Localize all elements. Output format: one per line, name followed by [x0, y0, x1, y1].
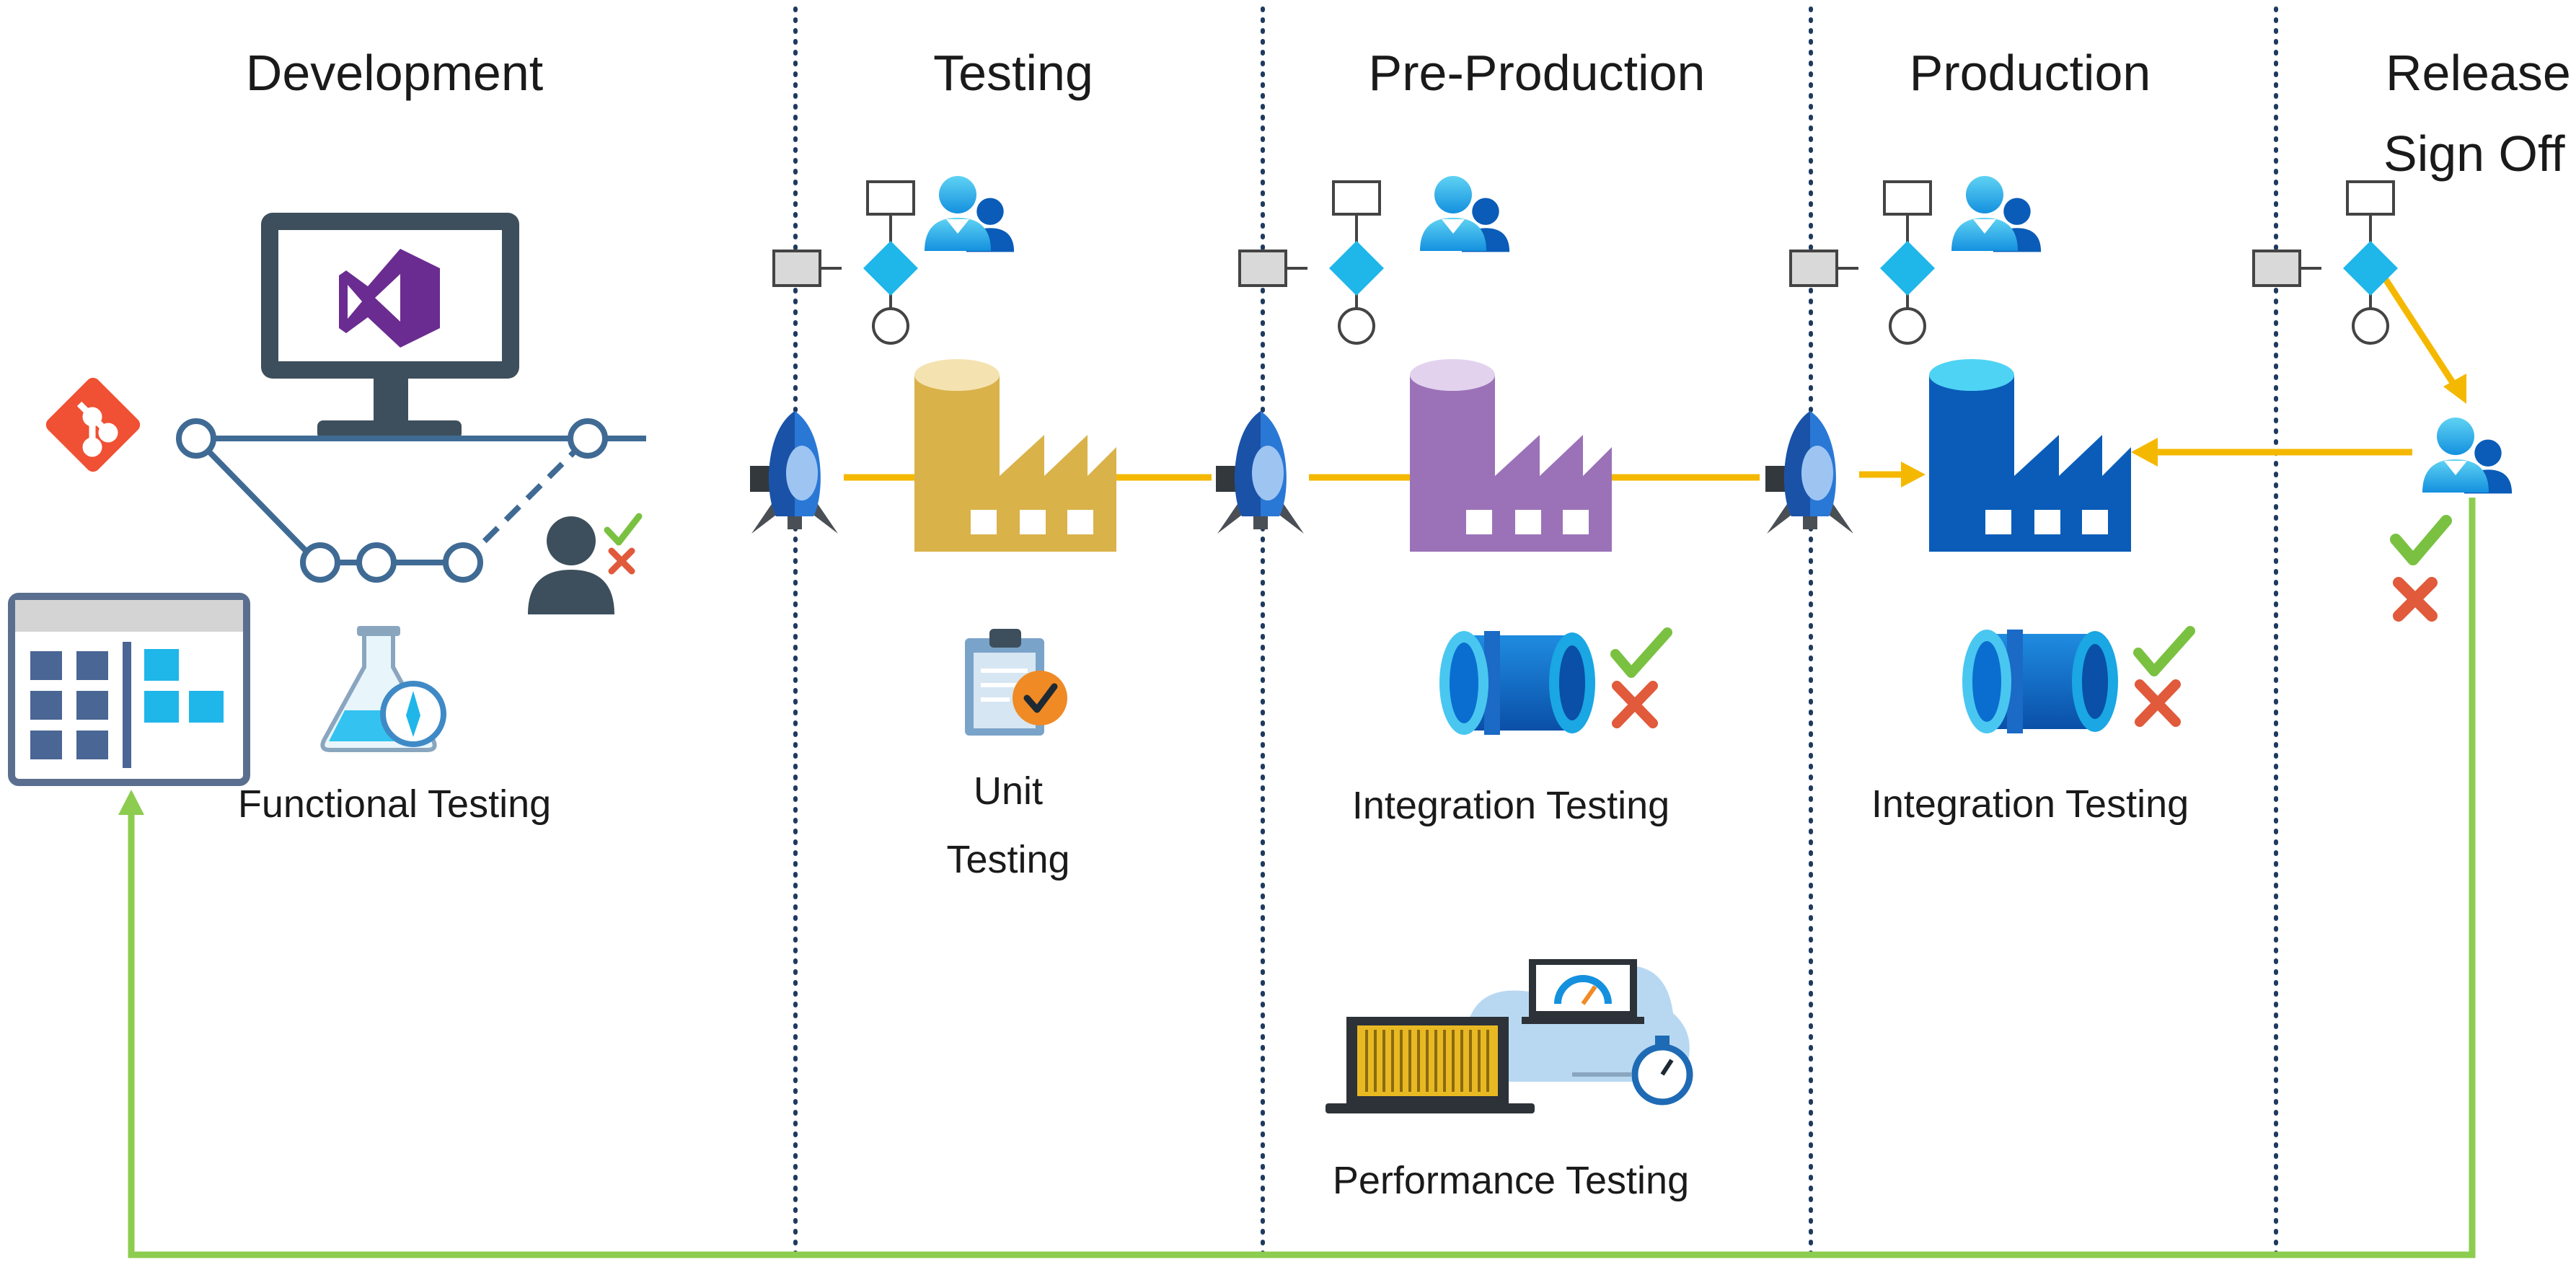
unit-testing-label-line1: Unit: [974, 769, 1043, 813]
stopwatch-icon: [1572, 1036, 1693, 1106]
rocket-icon-testing: [750, 411, 838, 534]
kanban-board-icon: [8, 593, 250, 786]
test-flask-icon: [320, 626, 446, 752]
stage-title-release-line2: Sign Off: [2383, 125, 2565, 182]
pipe-test-icon-production: [1962, 630, 2190, 733]
approvers-icon-release: [2422, 418, 2512, 493]
git-icon: [45, 377, 141, 472]
pipe-test-icon-pre-production: [1439, 631, 1667, 735]
developer-review-icon: [528, 513, 643, 614]
rocket-icon-production: [1765, 411, 1853, 534]
performance-icon: [1326, 959, 1693, 1113]
stage-dividers: [793, 6, 2278, 1261]
integration-testing-label-production: Integration Testing: [1871, 782, 2189, 826]
stage-title-pre-production: Pre-Production: [1369, 45, 1706, 101]
clipboard-check-icon: [965, 629, 1067, 736]
feedback-loop: [118, 498, 2476, 1258]
approvers-icon-pre-production: [1420, 176, 1509, 252]
approvers-icon-production: [1951, 176, 2041, 252]
performance-testing-label: Performance Testing: [1333, 1159, 1689, 1202]
visual-studio-monitor-icon: [261, 213, 519, 439]
factory-icon-testing: [914, 359, 1116, 552]
gauge-laptop-icon: [1522, 959, 1644, 1024]
stage-title-release-line1: Release: [2386, 45, 2571, 101]
git-commit-nodes: [176, 418, 608, 583]
approvers-icon-testing: [925, 176, 1014, 252]
unit-testing-label-line2: Testing: [946, 838, 1069, 881]
sign-off-decision-icon: [2390, 515, 2452, 622]
stage-title-production: Production: [1910, 45, 2151, 101]
stage-title-testing: Testing: [933, 45, 1093, 101]
functional-testing-label: Functional Testing: [238, 782, 551, 826]
integration-testing-label-pre-production: Integration Testing: [1352, 784, 1669, 827]
pipeline-flow: [844, 268, 2466, 487]
rocket-icon-pre-production: [1216, 411, 1304, 534]
factory-icon-production: [1929, 359, 2131, 552]
laptop-icon: [1326, 1017, 1535, 1113]
stage-title-development: Development: [246, 45, 543, 101]
factory-icon-pre-production: [1410, 359, 1612, 552]
